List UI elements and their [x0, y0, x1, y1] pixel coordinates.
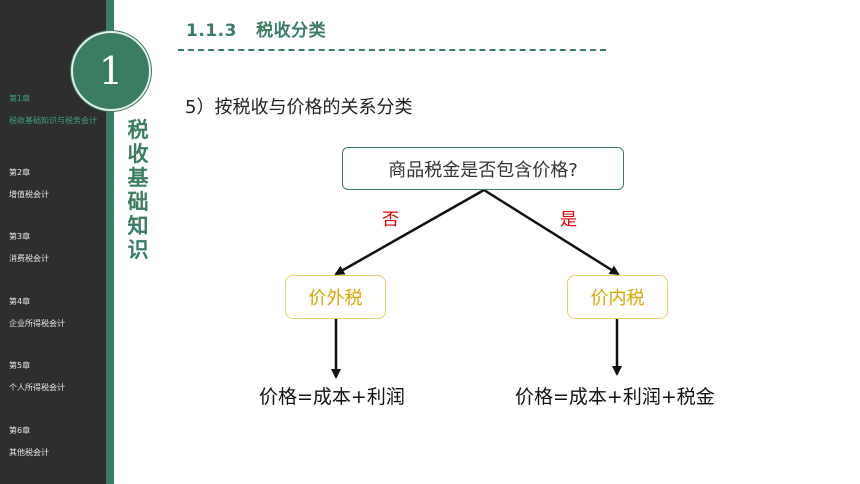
- chapter-title-label: 企业所得税会计: [9, 319, 65, 328]
- chapter-title-label: 个人所得税会计: [9, 383, 65, 392]
- section-heading: 1.1.3 税收分类: [186, 21, 327, 41]
- decision-node: 商品税金是否包含价格?: [342, 147, 624, 190]
- slide-subtitle: 5）按税收与价格的关系分类: [185, 97, 413, 118]
- chapter-title-label: 其他税会计: [9, 448, 49, 457]
- chapter-title-label: 税收基础知识与税务会计: [9, 116, 97, 125]
- vertical-chapter-title: 税收基础知识: [127, 118, 149, 262]
- chapter-number-label: 第5章: [9, 361, 31, 370]
- result-formula-left: 价格=成本+利润: [259, 386, 405, 408]
- leaf-node-exclusive-tax: 价外税: [285, 275, 386, 319]
- chapter-number-label: 第2章: [9, 168, 31, 177]
- result-formula-right: 价格=成本+利润+税金: [515, 386, 715, 408]
- leaf-node-inclusive-tax: 价内税: [567, 275, 668, 319]
- sidebar-item-chapter-3[interactable]: 第3章 消费税会计: [9, 231, 104, 264]
- edge-label-yes: 是: [560, 210, 577, 230]
- sidebar-item-chapter-6[interactable]: 第6章 其他税会计: [9, 425, 104, 458]
- sidebar-item-chapter-4[interactable]: 第4章 企业所得税会计: [9, 296, 104, 329]
- sidebar-item-chapter-5[interactable]: 第5章 个人所得税会计: [9, 360, 104, 393]
- chapter-badge-number: 1: [98, 49, 124, 93]
- chapter-title-label: 增值税会计: [9, 190, 49, 199]
- edge-label-no: 否: [382, 210, 399, 230]
- sidebar-accent-stripe: [106, 0, 114, 484]
- chapter-number-label: 第3章: [9, 232, 31, 241]
- chapter-badge: 1: [71, 31, 151, 111]
- sidebar-item-chapter-2[interactable]: 第2章 增值税会计: [9, 167, 104, 200]
- chapter-title-label: 消费税会计: [9, 254, 49, 263]
- edge-root-to-left: [334, 188, 485, 276]
- edge-root-to-right: [483, 188, 620, 276]
- sidebar-item-chapter-1[interactable]: 第1章 税收基础知识与税务会计: [9, 93, 104, 126]
- heading-divider: [178, 49, 606, 51]
- chapter-number-label: 第4章: [9, 297, 31, 306]
- chapter-number-label: 第1章: [9, 94, 31, 103]
- chapter-number-label: 第6章: [9, 426, 31, 435]
